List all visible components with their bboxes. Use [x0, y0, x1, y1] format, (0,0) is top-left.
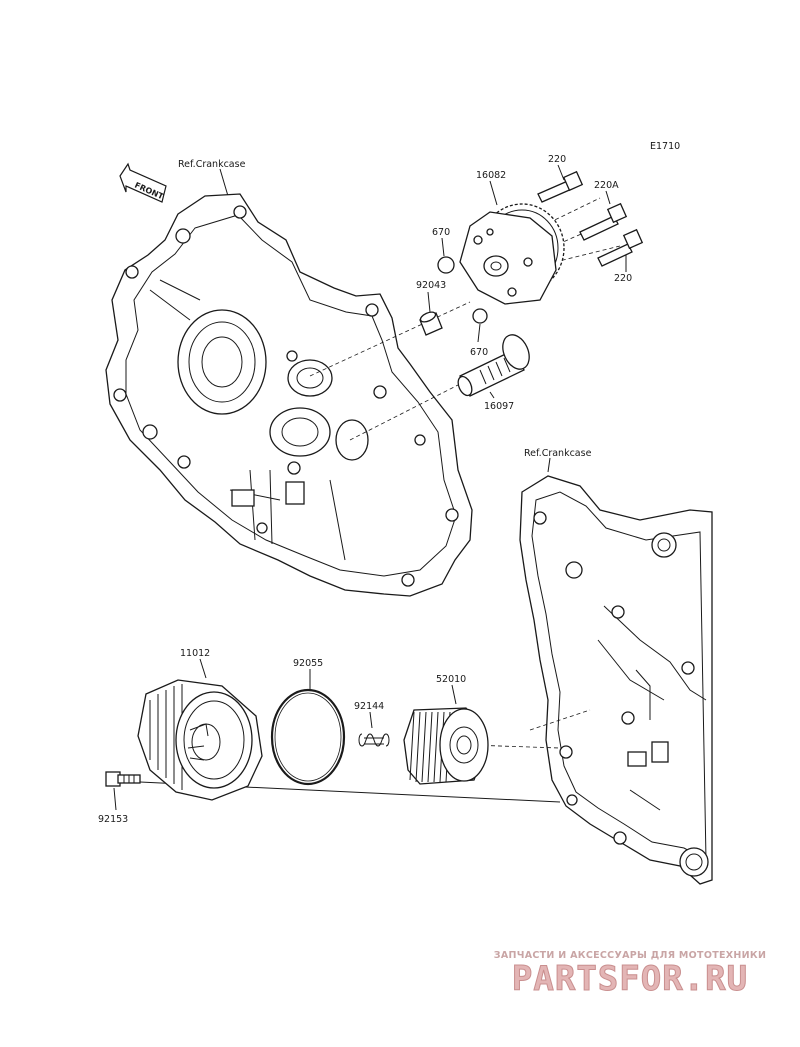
o-ring-670-bottom — [472, 308, 488, 324]
leader-16082 — [489, 180, 498, 206]
leader-92144 — [369, 711, 373, 729]
label-11012: 11012 — [180, 648, 210, 659]
bolt-220-top — [537, 170, 584, 203]
leader-670-bottom — [477, 323, 481, 343]
front-arrow-icon: FRONT — [119, 162, 167, 203]
oil-strainer-16097 — [457, 334, 530, 397]
label-16082: 16082 — [476, 170, 506, 181]
leader-16097 — [489, 391, 495, 399]
watermark-brand-logo: PARTSFOR.RU — [511, 959, 749, 999]
label-220-bottom: 220 — [614, 273, 632, 284]
leader-ref-lower — [547, 457, 551, 473]
label-670-bottom: 670 — [470, 347, 488, 358]
o-ring-670-top — [437, 256, 455, 274]
watermark: ЗАПЧАСТИ И АКСЕССУАРЫ ДЛЯ МОТОТЕХНИКИ PA… — [470, 950, 790, 999]
diagram-code: E1710 — [650, 141, 680, 152]
crankcase-lower — [519, 475, 713, 885]
leader-52010 — [451, 684, 457, 705]
dowel-pin-92043 — [419, 311, 443, 336]
leader-11012 — [199, 658, 207, 679]
ref-crankcase-upper-label: Ref.Crankcase — [178, 159, 246, 170]
label-220-top: 220 — [548, 154, 566, 165]
leader-92153 — [113, 787, 117, 811]
assembly-line-1 — [309, 301, 471, 377]
label-92043: 92043 — [416, 280, 446, 291]
bolt-220A — [579, 202, 628, 241]
oil-pump-16082 — [459, 203, 565, 305]
leader-92043 — [427, 291, 431, 313]
label-92153: 92153 — [98, 814, 128, 825]
assembly-line-3 — [529, 197, 601, 233]
label-92055: 92055 — [293, 658, 323, 669]
filter-cover-11012 — [137, 679, 263, 801]
leader-220A — [605, 190, 611, 205]
ref-crankcase-lower-label: Ref.Crankcase — [524, 448, 592, 459]
leader-ref-upper — [219, 168, 229, 197]
bolt-220-bottom — [597, 228, 644, 267]
spring-92144 — [358, 733, 390, 747]
o-ring-92055 — [270, 688, 346, 786]
label-220A: 220A — [594, 180, 619, 191]
label-16097: 16097 — [484, 401, 514, 412]
bolt-92153 — [105, 771, 141, 787]
leader-220-top — [557, 164, 565, 181]
watermark-subtitle: ЗАПЧАСТИ И АКСЕССУАРЫ ДЛЯ МОТОТЕХНИКИ — [493, 950, 767, 961]
label-52010: 52010 — [436, 674, 466, 685]
oil-filter-52010 — [403, 707, 489, 785]
label-670-top: 670 — [432, 227, 450, 238]
assembly-line-8 — [529, 709, 591, 731]
crankcase-upper — [105, 193, 473, 597]
leader-670-top — [441, 237, 445, 257]
label-92144: 92144 — [354, 701, 384, 712]
